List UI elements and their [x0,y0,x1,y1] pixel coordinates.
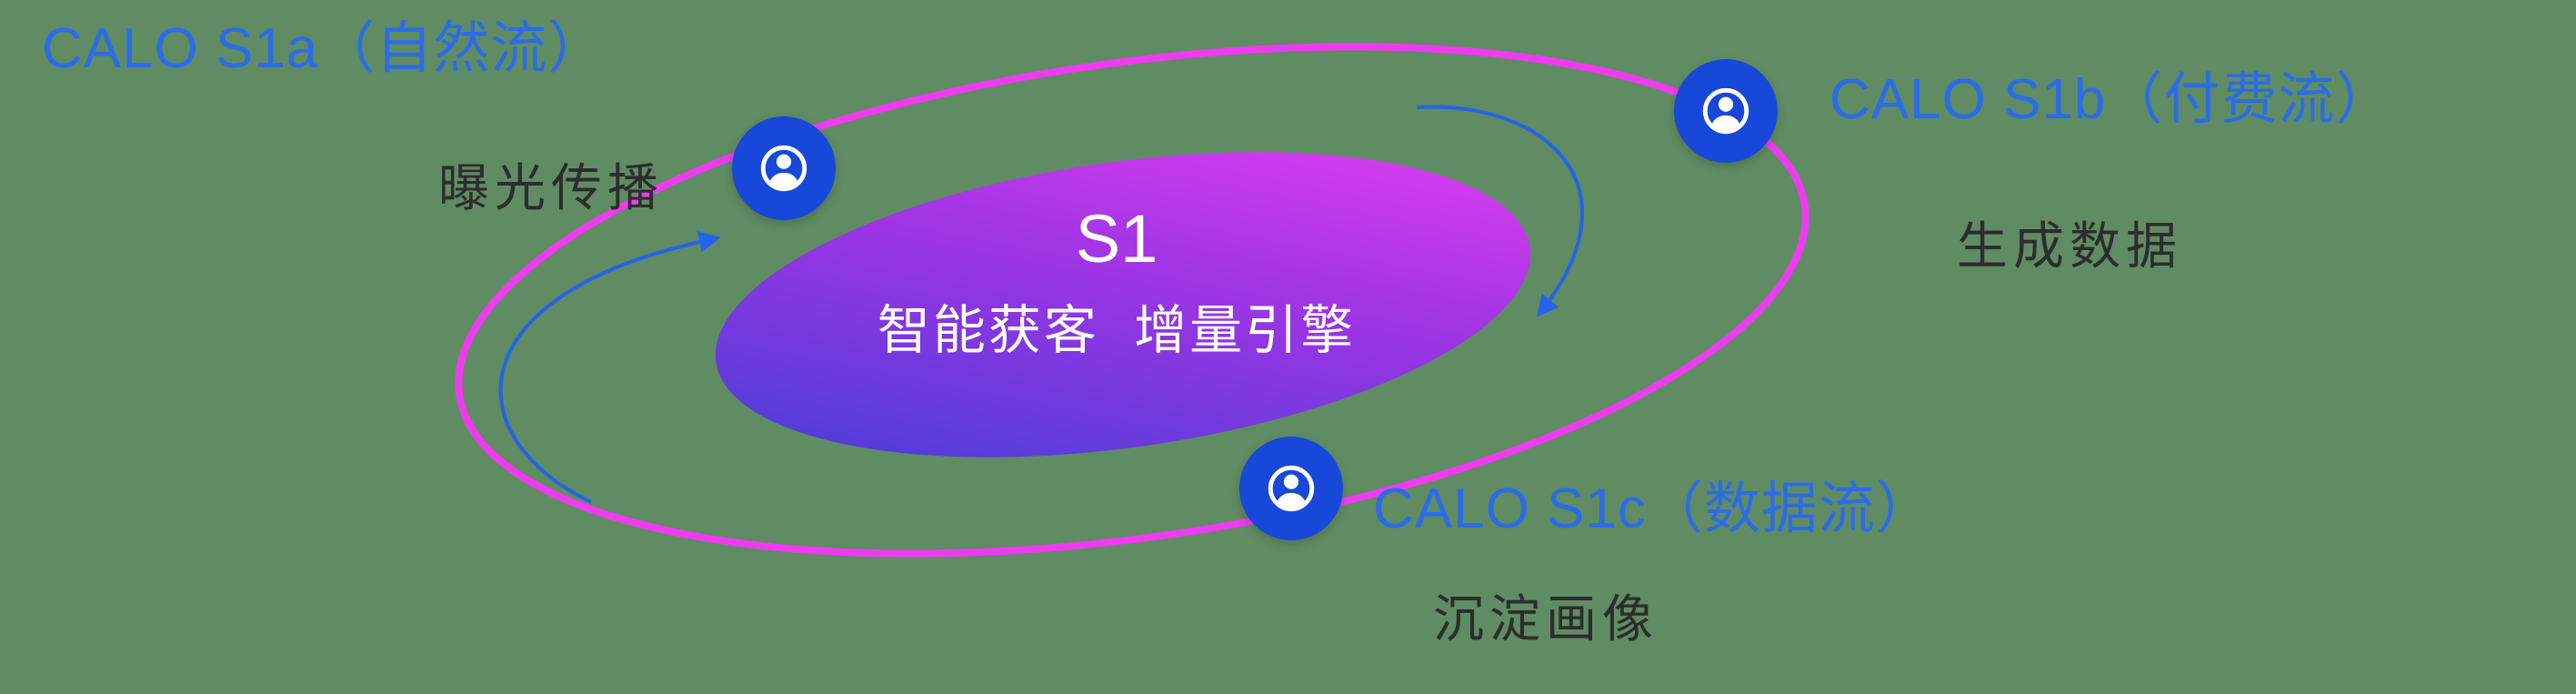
user-circle-icon [1702,87,1749,135]
core-subtitle: 智能获客 增量引擎 [877,300,1357,360]
user-circle-icon [1268,465,1315,512]
label-s1c-subtitle: 沉淀画像 [1433,590,1659,648]
core-title: S1 [1075,201,1158,277]
curved-arrow-down-icon [1416,105,1584,317]
label-s1c-title: CALO S1c（数据流） [1373,478,1933,540]
label-s1a-title: CALO S1a（自然流） [42,17,606,80]
node-s1a [732,116,836,220]
orbit-ring [455,43,1809,558]
node-s1c [1239,437,1343,540]
label-s1b-title: CALO S1b（付费流） [1829,68,2393,131]
user-circle-icon [760,145,807,192]
curved-arrow-up-icon [498,231,721,504]
core-label-group: S1 智能获客 增量引擎 [753,204,1480,364]
label-s1b-subtitle: 生成数据 [1957,217,2182,275]
label-s1a-subtitle: 曝光传播 [438,159,664,216]
core-gradient-ellipse [715,152,1531,458]
node-s1b [1674,59,1778,163]
